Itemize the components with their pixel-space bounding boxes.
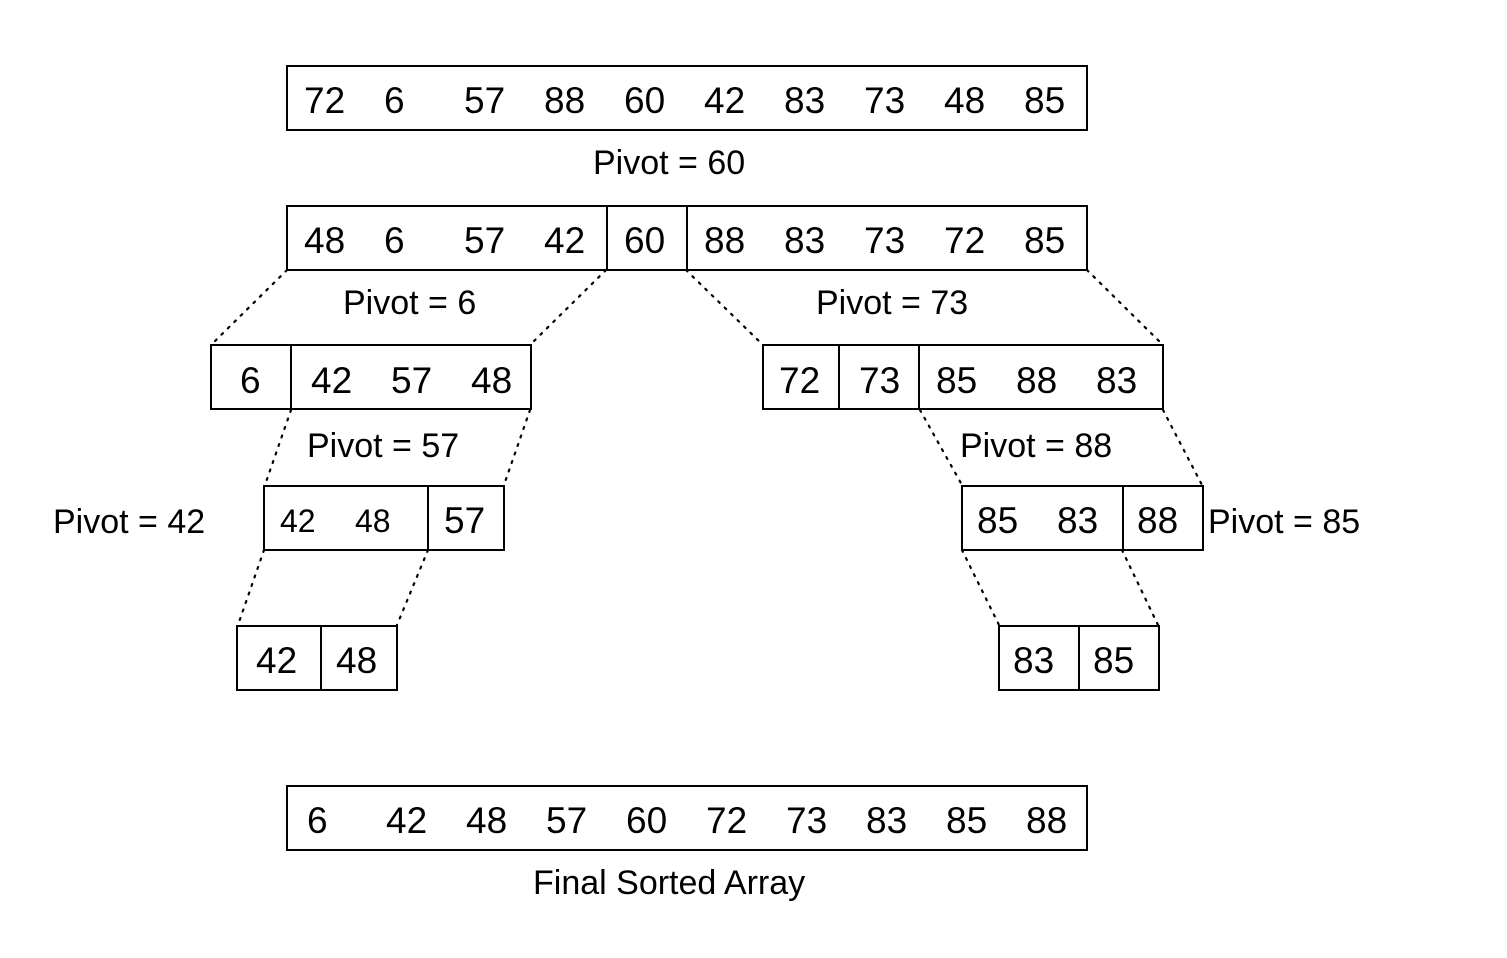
connector-line xyxy=(395,548,430,627)
array-cell: 48 xyxy=(304,220,345,261)
array-cell: 72 xyxy=(944,220,985,261)
array-cell: 85 xyxy=(936,360,977,401)
connector-line xyxy=(210,268,289,346)
pivot-label: Pivot = 85 xyxy=(1208,503,1360,541)
pivot-label: Pivot = 73 xyxy=(816,284,968,322)
pivot-cell: 88 xyxy=(1137,500,1178,541)
array-cell: 57 xyxy=(464,220,505,261)
final-sorted-array: 6 42 48 57 60 72 73 83 85 88 xyxy=(286,785,1088,851)
pivot-cell: 73 xyxy=(859,360,900,401)
connector-line xyxy=(263,408,293,487)
array-cell: 83 xyxy=(784,80,825,121)
array-cell: 48 xyxy=(944,80,985,121)
left-1-array: 6 42 57 48 xyxy=(210,344,532,410)
right-3-array: 83 85 xyxy=(998,625,1160,691)
pivot-cell: 60 xyxy=(624,220,665,261)
pivot-cell: 6 xyxy=(240,360,261,401)
array-cell: 42 xyxy=(704,80,745,121)
pivot-cell: 57 xyxy=(444,500,485,541)
array-cell: 85 xyxy=(1024,220,1065,261)
array-cell: 88 xyxy=(1026,800,1067,841)
array-cell: 42 xyxy=(544,220,585,261)
array-cell: 88 xyxy=(704,220,745,261)
array-cell: 6 xyxy=(384,80,405,121)
array-cell: 83 xyxy=(1013,640,1054,681)
pivot-label: Pivot = 42 xyxy=(53,503,205,541)
array-cell: 88 xyxy=(1016,360,1057,401)
array-cell: 88 xyxy=(544,80,585,121)
array-cell: 48 xyxy=(336,640,377,681)
partition-1-array: 48 6 57 42 60 88 83 73 72 85 xyxy=(286,205,1088,271)
pivot-label: Pivot = 57 xyxy=(307,427,459,465)
array-cell: 57 xyxy=(546,800,587,841)
left-3-array: 42 48 xyxy=(236,625,398,691)
array-cell: 42 xyxy=(311,360,352,401)
array-cell: 6 xyxy=(307,800,328,841)
pivot-label: Pivot = 60 xyxy=(593,144,745,182)
connector-line xyxy=(918,408,964,487)
connector-lines xyxy=(210,268,1204,627)
array-cell: 42 xyxy=(256,640,297,681)
array-cell: 73 xyxy=(864,220,905,261)
array-cell: 83 xyxy=(1096,360,1137,401)
connector-line xyxy=(684,268,764,346)
array-box xyxy=(961,485,1204,551)
array-cell: 48 xyxy=(471,360,512,401)
final-sorted-label: Final Sorted Array xyxy=(533,864,805,902)
array-cell: 57 xyxy=(464,80,505,121)
right-1-array: 72 73 85 88 83 xyxy=(762,344,1164,410)
array-cell: 72 xyxy=(779,360,820,401)
array-cell: 60 xyxy=(624,80,665,121)
connector-line xyxy=(502,408,532,487)
array-cell: 85 xyxy=(977,500,1018,541)
pivot-label: Pivot = 88 xyxy=(960,427,1112,465)
array-cell: 85 xyxy=(946,800,987,841)
array-cell: 83 xyxy=(866,800,907,841)
array-cell: 73 xyxy=(864,80,905,121)
array-cell: 83 xyxy=(1057,500,1098,541)
array-cell: 73 xyxy=(786,800,827,841)
array-box xyxy=(762,344,1164,410)
array-cell: 72 xyxy=(706,800,747,841)
array-cell: 48 xyxy=(466,800,507,841)
array-cell: 57 xyxy=(391,360,432,401)
array-cell: 60 xyxy=(626,800,667,841)
pivot-label: Pivot = 6 xyxy=(343,284,476,322)
array-cell: 48 xyxy=(355,503,391,539)
connector-line xyxy=(960,548,1001,627)
right-2-array: 85 83 88 xyxy=(961,485,1204,551)
array-cell: 6 xyxy=(384,220,405,261)
left-2-array: 42 48 57 xyxy=(263,485,505,551)
connector-line xyxy=(1085,268,1164,346)
array-box xyxy=(286,785,1088,851)
connector-line xyxy=(1161,408,1204,487)
array-box xyxy=(236,625,398,691)
connector-line xyxy=(1120,548,1160,627)
array-box xyxy=(210,344,532,410)
array-cell: 83 xyxy=(784,220,825,261)
array-box xyxy=(286,65,1088,131)
initial-array: 72 6 57 88 60 42 83 73 48 85 xyxy=(286,65,1088,131)
array-cell: 42 xyxy=(280,503,316,539)
array-cell: 72 xyxy=(304,80,345,121)
connector-line xyxy=(236,548,266,627)
array-cell: 85 xyxy=(1024,80,1065,121)
array-cell: 85 xyxy=(1093,640,1134,681)
connector-line xyxy=(529,268,608,346)
array-cell: 42 xyxy=(386,800,427,841)
array-box xyxy=(263,485,505,551)
